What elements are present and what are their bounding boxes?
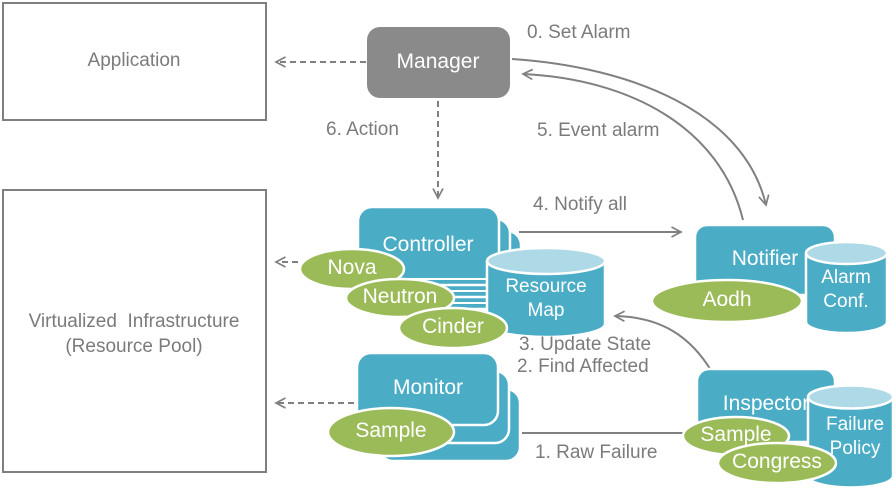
monitor-sample-label: Sample bbox=[355, 419, 427, 442]
failure-policy-top bbox=[806, 384, 895, 410]
congress-ellipse bbox=[716, 441, 838, 485]
resource-map-label: Resource Map bbox=[505, 276, 587, 321]
monitor-label: Monitor bbox=[392, 376, 464, 399]
alarm-conf-body bbox=[804, 253, 889, 335]
application-box bbox=[2, 2, 267, 121]
aodh-label: Aodh bbox=[702, 288, 752, 311]
arrow-5-event-alarm bbox=[521, 68, 744, 221]
inspector-sample-label: Sample bbox=[700, 423, 772, 446]
congress-label: Congress bbox=[732, 450, 822, 473]
step2-label: 2. Find Affected bbox=[517, 356, 649, 377]
monitor-sample-ellipse bbox=[326, 406, 456, 458]
resource-map-top bbox=[485, 246, 607, 276]
step4-label: 4. Notify all bbox=[533, 194, 627, 215]
failure-policy-label: Failure Policy bbox=[825, 414, 885, 459]
manager-box bbox=[367, 27, 510, 98]
step5-label: 5. Event alarm bbox=[537, 120, 660, 141]
virtualized-infrastructure-box bbox=[2, 189, 267, 473]
alarm-conf-cylinder bbox=[804, 240, 889, 335]
connector-arrows bbox=[274, 56, 770, 434]
step1-label: 1. Raw Failure bbox=[535, 442, 658, 463]
manager-label: Manager bbox=[396, 50, 480, 73]
neutron-label: Neutron bbox=[362, 285, 438, 308]
arrow-0-set-alarm bbox=[511, 58, 770, 207]
notifier-label: Notifier bbox=[731, 247, 799, 270]
application-label: Application bbox=[87, 50, 181, 71]
alarm-conf-label: Alarm Conf. bbox=[821, 267, 871, 312]
virtualized-infrastructure-label: Virtualized Infrastructure (Resource Poo… bbox=[28, 311, 240, 357]
nova-label: Nova bbox=[327, 256, 377, 279]
step0-label: 0. Set Alarm bbox=[527, 22, 631, 43]
controller-label: Controller bbox=[382, 233, 474, 256]
inspector-label: Inspector bbox=[722, 392, 810, 415]
aodh-ellipse bbox=[650, 278, 804, 324]
arrow-2-3-inspector-to-resource-map bbox=[613, 310, 713, 373]
alarm-conf-top bbox=[804, 240, 889, 266]
step3-label: 3. Update State bbox=[519, 334, 652, 355]
cinder-ellipse bbox=[397, 306, 509, 350]
neutron-ellipse bbox=[344, 277, 456, 319]
service-ellipses bbox=[298, 247, 838, 485]
cinder-label: Cinder bbox=[422, 315, 484, 338]
step6-label: 6. Action bbox=[326, 119, 399, 140]
